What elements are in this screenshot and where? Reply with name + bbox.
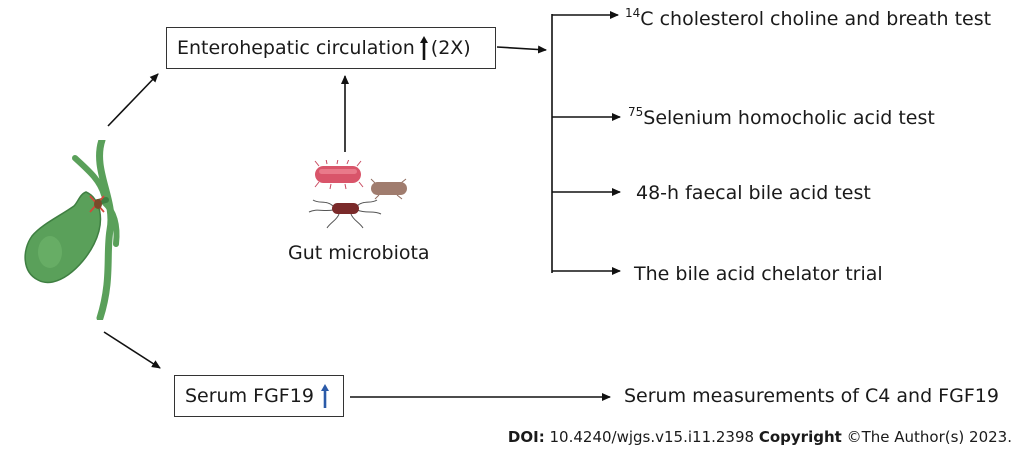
doi-value: 10.4240/wjgs.v15.i11.2398: [549, 428, 755, 446]
enterohepatic-label: Enterohepatic circulation: [177, 37, 415, 59]
test-superscript: 75: [628, 105, 644, 119]
arrow-gallbladder-to-serum: [103, 331, 161, 369]
doi-label: DOI:: [507, 428, 545, 446]
citation-footer: DOI: 10.4240/wjgs.v15.i11.2398 Copyright…: [508, 428, 1012, 446]
test-item: 75Selenium homocholic acid test: [628, 105, 935, 129]
copyright-text: ©The Author(s) 2023.: [846, 428, 1012, 446]
serum-fgf19-box: Serum FGF19: [174, 375, 344, 417]
test-item: 48-h faecal bile acid test: [636, 182, 871, 204]
enterohepatic-multiplier: (2X): [430, 37, 471, 59]
test-label: 48-h faecal bile acid test: [636, 182, 871, 204]
bacteria-icon: [308, 160, 407, 229]
test-label: Selenium homocholic acid test: [643, 107, 935, 129]
arrow-gallbladder-to-enterohepatic: [107, 73, 159, 127]
serum-result-label: Serum measurements of C4 and FGF19: [624, 385, 999, 407]
test-superscript: 14: [625, 6, 641, 20]
test-item: The bile acid chelator trial: [634, 263, 883, 285]
test-item: 14C cholesterol choline and breath test: [625, 6, 992, 30]
gallbladder-icon: [24, 140, 120, 320]
test-label: The bile acid chelator trial: [634, 263, 883, 285]
enterohepatic-circulation-box: Enterohepatic circulation (2X): [166, 27, 496, 69]
copyright-label: Copyright: [758, 428, 842, 446]
arrow-enterohepatic-to-tests: [496, 45, 547, 54]
up-arrow-icon: [320, 384, 329, 408]
up-arrow-icon: [419, 36, 428, 60]
serum-fgf19-label: Serum FGF19: [185, 385, 314, 407]
gut-microbiota-label: Gut microbiota: [288, 242, 430, 264]
test-label: C cholesterol choline and breath test: [640, 8, 992, 30]
